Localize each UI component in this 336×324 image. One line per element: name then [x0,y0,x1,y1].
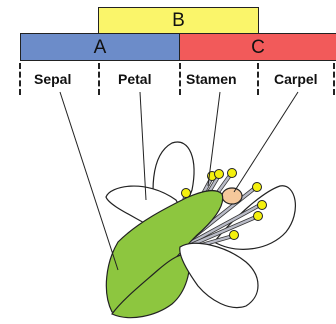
leader-line-petal [139,91,147,201]
whorl-band-c: C [179,33,336,61]
carpel [221,187,243,205]
divider-tick-3 [179,63,181,95]
divider-tick-4 [257,63,259,95]
divider-tick-5 [333,63,335,95]
leader-line-stamen [207,91,221,187]
divider-tick-1 [19,63,21,95]
stamen-anther-3 [214,169,224,179]
stamen-anther-1 [181,188,191,198]
whorl-band-a: A [20,33,180,61]
stamen-anther-5 [252,182,262,192]
organ-label-petal: Petal [118,71,152,87]
stamen-anther-7 [253,211,263,221]
whorl-band-b: B [98,7,259,34]
band-b-label: B [172,10,185,31]
organ-label-carpel: Carpel [274,71,318,87]
band-a-label: A [93,36,107,58]
stamen-anther-4 [227,168,237,178]
leader-line-sepal [59,91,119,271]
leader-line-carpel [233,91,299,193]
stamen-anther-6 [257,200,267,210]
organ-label-sepal: Sepal [34,71,72,87]
petal-front [179,242,259,309]
stamen-anther-8 [229,230,239,240]
organ-label-stamen: Stamen [186,71,237,87]
divider-tick-2 [98,63,100,95]
band-c-label: C [251,36,265,58]
